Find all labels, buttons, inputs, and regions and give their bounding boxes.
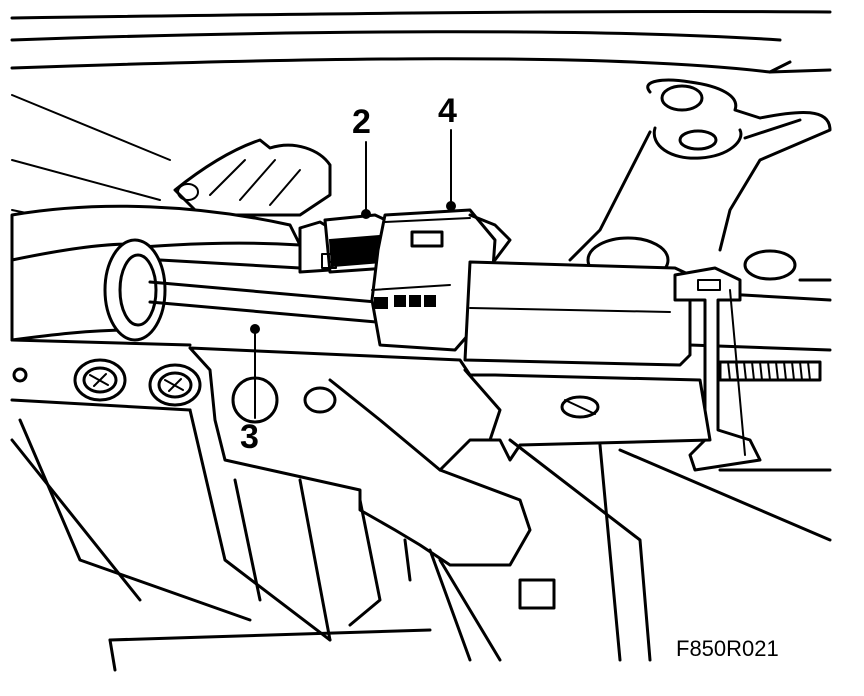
- cable-harness: [10, 204, 412, 342]
- screws: [12, 358, 202, 407]
- guide-rail: [463, 260, 832, 367]
- callout-2: 2: [352, 103, 371, 141]
- cable-clip: [173, 138, 332, 217]
- upper-panel: [10, 9, 832, 74]
- left-panel-lines: [11, 94, 171, 221]
- connector-2: [298, 213, 392, 274]
- figure-id: F850R021: [676, 636, 779, 661]
- hinge-bracket: [568, 78, 832, 284]
- lower-frame: [10, 338, 832, 672]
- mounting-plate: [188, 346, 712, 567]
- callout-4: 4: [438, 92, 457, 130]
- leader-lines: [250, 129, 456, 419]
- threaded-rod: [718, 360, 822, 382]
- clamp-bracket: [673, 266, 762, 472]
- connector-4: [370, 208, 512, 352]
- callout-3: 3: [240, 418, 259, 456]
